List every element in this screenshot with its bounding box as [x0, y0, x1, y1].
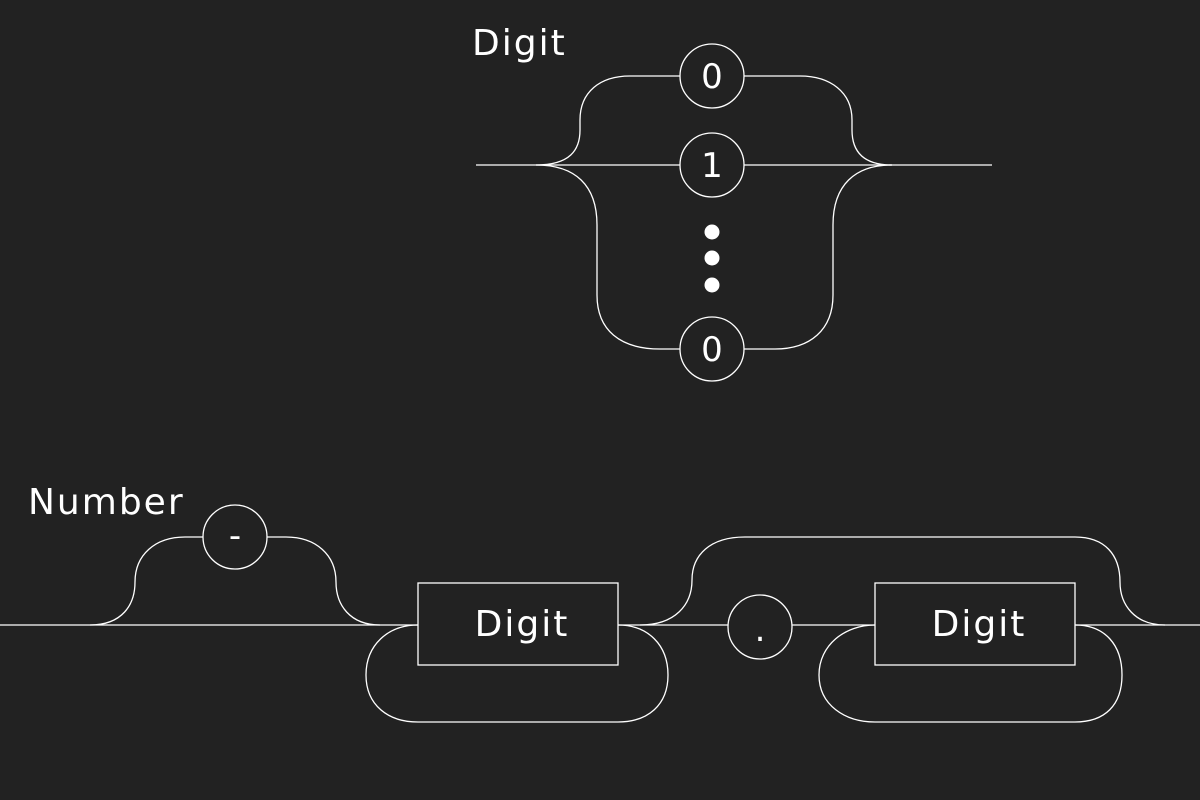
digit-choice-0-bottom: [679, 316, 745, 382]
digit-upper-branch: [535, 75, 893, 166]
sign-branch: [89, 536, 381, 626]
digit-choice-1-label: 1: [701, 146, 723, 186]
minus-sign-terminal: [202, 504, 268, 570]
integer-repeat-loop: [365, 624, 669, 723]
decimal-point-label: .: [755, 610, 766, 650]
digit-choice-1: [679, 132, 745, 198]
integer-digit-label: Digit: [475, 604, 570, 645]
fraction-digit-box: [874, 582, 1076, 666]
digit-lower-branch: [535, 164, 893, 350]
vertical-ellipsis-icon: [704, 224, 720, 293]
fraction-digit-label: Digit: [932, 604, 1027, 645]
digit-rule: Digit 0 1 0: [472, 23, 992, 382]
digit-rule-title: Digit: [472, 23, 567, 64]
fraction-repeat-loop: [818, 624, 1123, 723]
decimal-point-terminal: [727, 594, 793, 660]
number-rule: Number - Digit . Digit: [0, 482, 1200, 723]
minus-sign-label: -: [229, 516, 241, 556]
number-rule-title: Number: [28, 482, 185, 523]
digit-choice-0-top-label: 0: [701, 57, 723, 97]
digit-choice-0-bottom-label: 0: [701, 330, 723, 370]
fraction-bypass: [639, 536, 1166, 626]
integer-digit-box: [417, 582, 619, 666]
digit-choice-0-top: [679, 43, 745, 109]
